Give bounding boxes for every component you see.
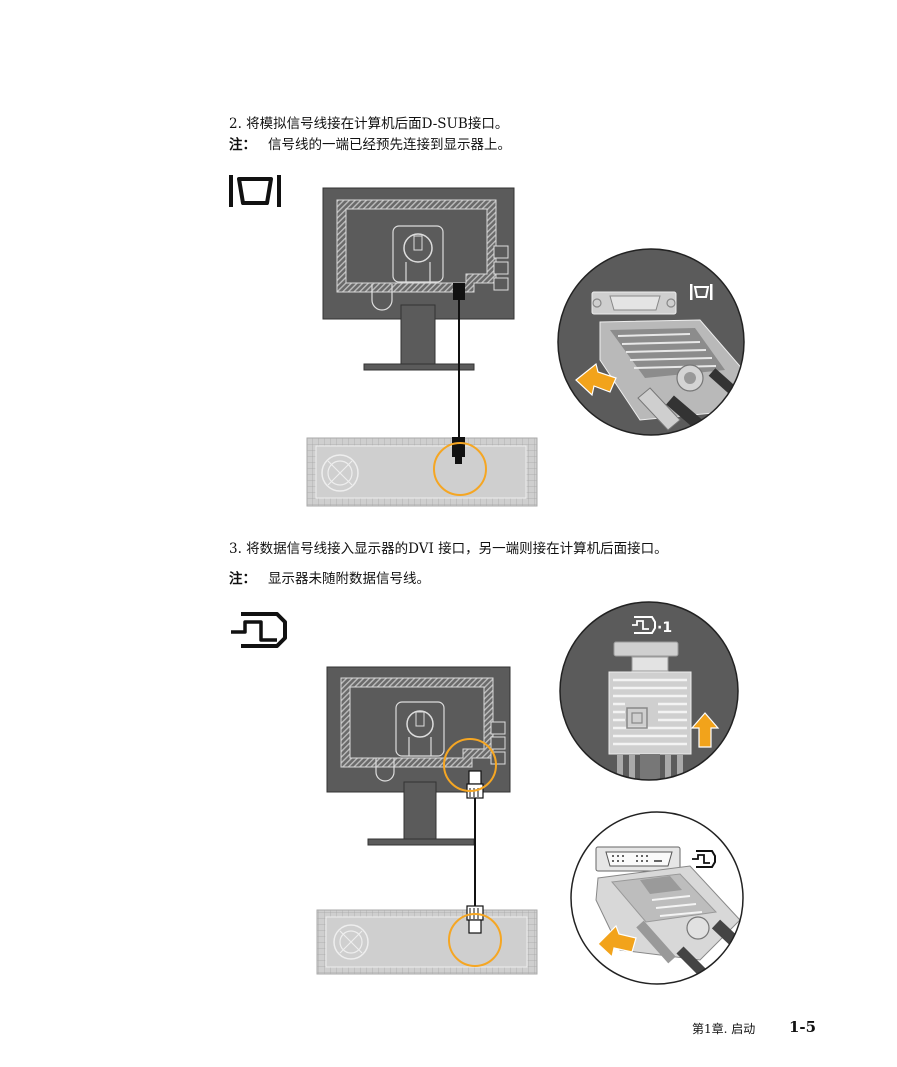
dvi-port-icon bbox=[231, 612, 287, 648]
note-text: 信号线的一端已经预先连接到显示器上。 bbox=[268, 137, 511, 153]
highlight-circle bbox=[443, 738, 497, 792]
vga-closeup bbox=[557, 248, 745, 436]
computer-case bbox=[306, 437, 538, 507]
dvi-closeup-computer bbox=[570, 811, 744, 985]
vga-port-icon bbox=[229, 175, 281, 207]
page-number: 1-5 bbox=[789, 1018, 817, 1036]
dvi-port-number: ·1 bbox=[657, 620, 672, 636]
note-label: 注： bbox=[229, 137, 256, 153]
insert-arrow bbox=[575, 362, 617, 397]
monitor-back bbox=[322, 187, 515, 371]
vga-port-icon bbox=[690, 284, 713, 300]
step2-note: 注： 信号线的一端已经预先连接到显示器上。 bbox=[229, 136, 511, 154]
computer-case bbox=[316, 905, 538, 975]
dvi-port-icon bbox=[692, 850, 716, 868]
highlight-circle bbox=[433, 442, 487, 496]
note-label: 注： bbox=[229, 571, 256, 587]
step3-note: 注： 显示器未随附数据信号线。 bbox=[229, 570, 430, 588]
monitor-back bbox=[326, 666, 511, 846]
note-text: 显示器未随附数据信号线。 bbox=[268, 571, 430, 587]
highlight-circle bbox=[448, 913, 502, 967]
dvi-port-icon bbox=[632, 616, 656, 634]
step3-instruction: 3. 将数据信号线接入显示器的DVI 接口，另一端则接在计算机后面接口。 bbox=[229, 541, 668, 557]
step2-instruction: 2. 将模拟信号线接在计算机后面D-SUB接口。 bbox=[229, 116, 509, 132]
chapter-footer: 第1章. 启动 bbox=[692, 1022, 756, 1036]
dvi-closeup-monitor: ·1 bbox=[559, 601, 739, 781]
insert-arrow bbox=[690, 712, 720, 748]
insert-arrow bbox=[597, 924, 637, 959]
